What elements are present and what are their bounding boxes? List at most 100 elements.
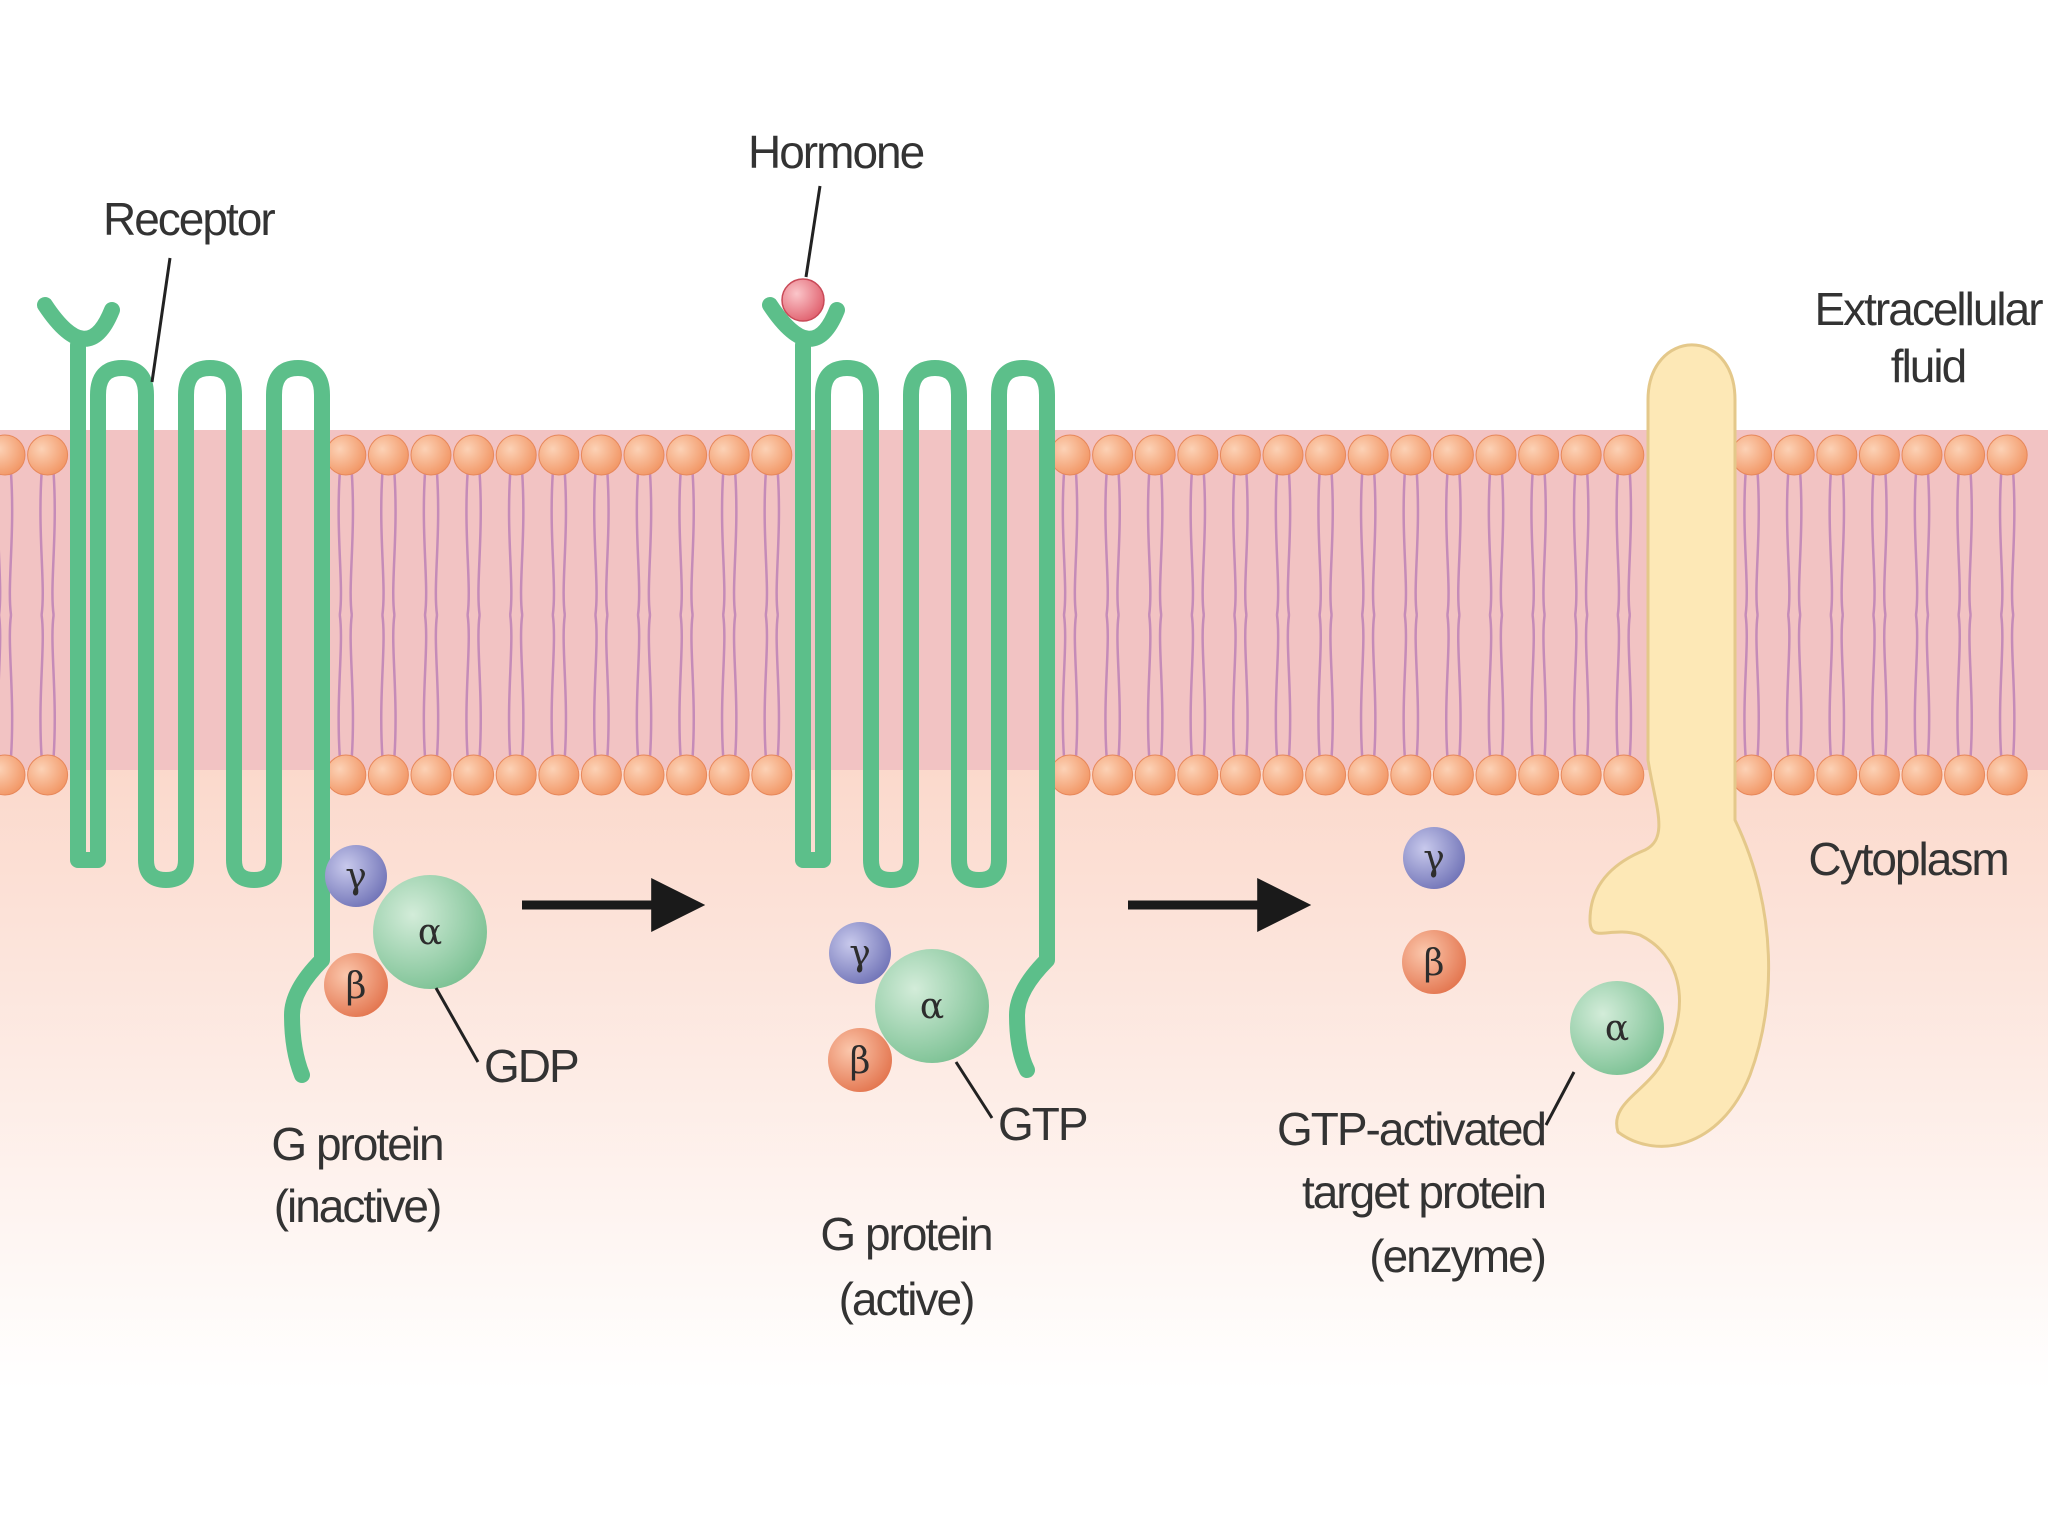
lipid-tail [1572,614,1590,758]
lipid-head [1901,434,1943,476]
lipid-tail [1317,472,1334,616]
lipid-tail [1572,472,1590,616]
lipid-tail [1146,614,1164,758]
lipid-head [538,754,580,796]
beta-subunit [1402,930,1466,994]
lipid-tail [1998,614,2016,758]
lipid-tail [422,614,440,758]
lipid-head [325,754,367,796]
gtp-label: GTP [998,1098,1087,1150]
lipid-head [0,434,26,476]
gamma-subunit [325,845,387,907]
lipid-tail [550,614,568,758]
receptor-label: Receptor [103,193,275,245]
alpha-bound-to-target: α [1570,981,1664,1075]
lipid-tail [422,472,440,616]
lipid-tail [1189,472,1207,616]
g-protein-inactive: γ β α [324,845,487,1017]
lipid-head [666,754,708,796]
lipid-tail [380,614,397,758]
target-protein-label-line1: GTP-activated [1277,1103,1545,1155]
g-protein-inactive-label-line2: (inactive) [274,1180,441,1232]
beta-gamma-dimer: γ β [1402,827,1466,994]
lipid-head [1347,434,1389,476]
lipid-tail [1061,614,1079,758]
lipid-head [1773,754,1815,796]
lipid-head [1475,754,1517,796]
lipid-head [27,754,69,796]
lipid-head [1390,754,1432,796]
lipid-tail [1359,472,1377,616]
lipid-head [410,434,452,476]
beta-subunit [828,1028,892,1092]
lipid-head [1177,434,1219,476]
alpha-subunit [373,875,487,989]
lipid-tail [1913,614,1931,758]
lipid-tail [39,614,56,758]
beta-symbol: β [850,1041,871,1082]
lipid-head [1858,434,1900,476]
g-protein-active: γ β α [828,922,989,1092]
lipid-tail [1530,614,1547,758]
lipid-heads-outer-leaflet [0,434,2028,476]
extracellular-fluid-label-line1: Extracellular [1814,283,2043,335]
receptor-active [762,297,1055,1078]
lipid-head [1603,754,1645,796]
lipid-tail [1487,472,1505,616]
lipid-head [580,434,622,476]
lipid-head [1219,754,1261,796]
g-protein-active-label-line1: G protein [820,1208,991,1260]
lipid-head [1134,434,1176,476]
hormone-molecule [781,278,825,322]
lipid-head [1092,434,1134,476]
lipid-tail [550,472,568,616]
lipid-tail [678,614,695,758]
lipid-head [708,754,750,796]
lipid-tail [0,472,14,616]
lipid-head [410,754,452,796]
membrane-core [0,430,2048,770]
lipid-tail [337,614,355,758]
lipid-tail [1487,614,1505,758]
lipid-head [1177,754,1219,796]
lipid-head [1816,754,1858,796]
lipid-head [1901,754,1943,796]
lipid-tail [1189,614,1207,758]
lipid-tail [1913,472,1931,616]
lipid-tail [720,614,738,758]
lipid-head [453,754,495,796]
cytoplasm-label: Cytoplasm [1808,833,2007,885]
lipid-head [1731,754,1773,796]
lipid-head [538,434,580,476]
lipid-head [1432,434,1474,476]
lipid-tail [1743,472,1760,616]
g-protein-inactive-label-line1: G protein [271,1118,442,1170]
lipid-tail [39,472,56,616]
lipid-tail [1615,614,1633,758]
lipid-head [1262,754,1304,796]
g-protein-active-label-line2: (active) [839,1273,974,1325]
lipid-tail [1402,614,1420,758]
lipid-head [495,434,537,476]
lipid-head [1944,754,1986,796]
lipid-head [1560,754,1602,796]
lipid-head [1432,754,1474,796]
lipid-tail [1445,472,1462,616]
lipid-head [1518,754,1560,796]
lipid-head [367,434,409,476]
lipid-tail [1274,614,1292,758]
lipid-tail [1956,472,1973,616]
alpha-symbol: α [418,912,442,953]
lipid-tail [1871,472,1888,616]
gdp-leader-line [434,987,480,1063]
lipid-tail [1061,472,1079,616]
beta-symbol: β [1424,943,1445,984]
lipid-tail [635,472,653,616]
receptor-inactive [37,297,330,1083]
lipid-tail [380,472,397,616]
gtp-leader-line [954,1061,994,1119]
lipid-head [1858,754,1900,796]
lipid-tail [1785,472,1803,616]
